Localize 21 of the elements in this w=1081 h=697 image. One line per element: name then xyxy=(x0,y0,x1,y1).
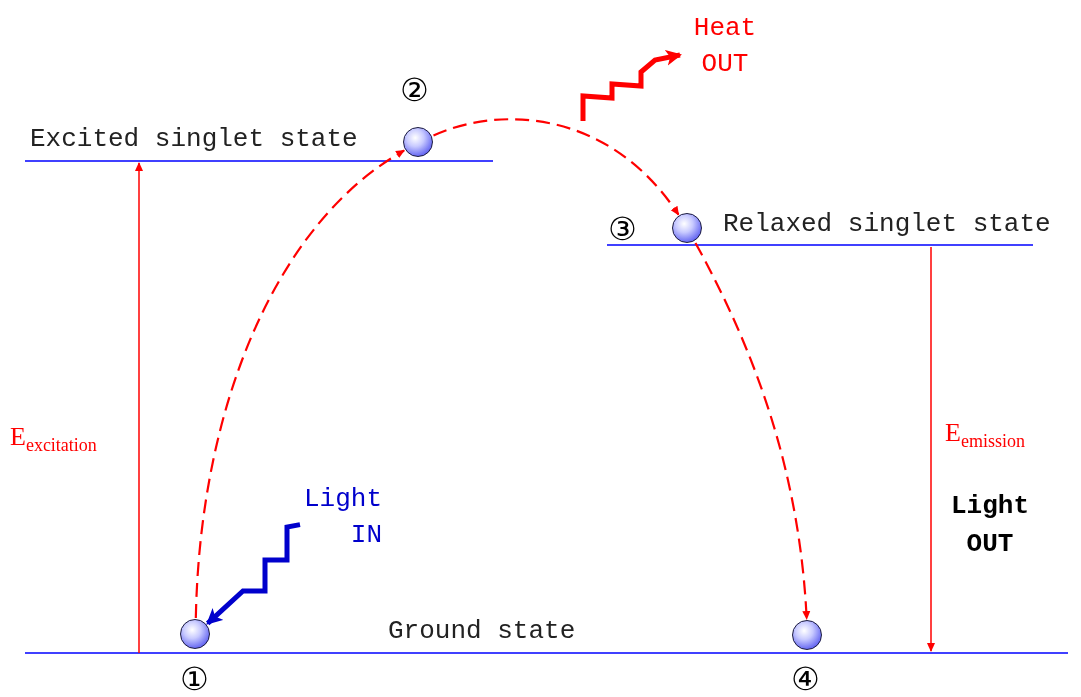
particle-circle xyxy=(792,620,822,650)
process-label: Light IN xyxy=(300,481,382,553)
level-label: Excited singlet state xyxy=(30,124,358,154)
step-number: ② xyxy=(400,73,429,107)
wavy-arrow xyxy=(205,522,301,626)
level-label: Relaxed singlet state xyxy=(723,209,1051,239)
particle-circle xyxy=(403,127,433,157)
level-label: Ground state xyxy=(388,616,576,646)
particle-circle xyxy=(180,619,210,649)
step-number: ③ xyxy=(608,212,637,246)
process-label: Heat OUT xyxy=(680,10,770,82)
dashed-arrow xyxy=(433,118,680,216)
energy-label: E$_{excitation}$ xyxy=(10,422,97,458)
dashed-arrow xyxy=(694,242,811,620)
step-number: ④ xyxy=(791,662,820,696)
step-number: ① xyxy=(180,662,209,696)
dashed-arrow xyxy=(194,149,405,619)
emission-label: Light OUT xyxy=(950,490,1030,561)
energy-label: E$_{emission}$ xyxy=(945,418,1025,454)
particle-circle xyxy=(672,213,702,243)
wavy-arrow xyxy=(580,49,682,121)
